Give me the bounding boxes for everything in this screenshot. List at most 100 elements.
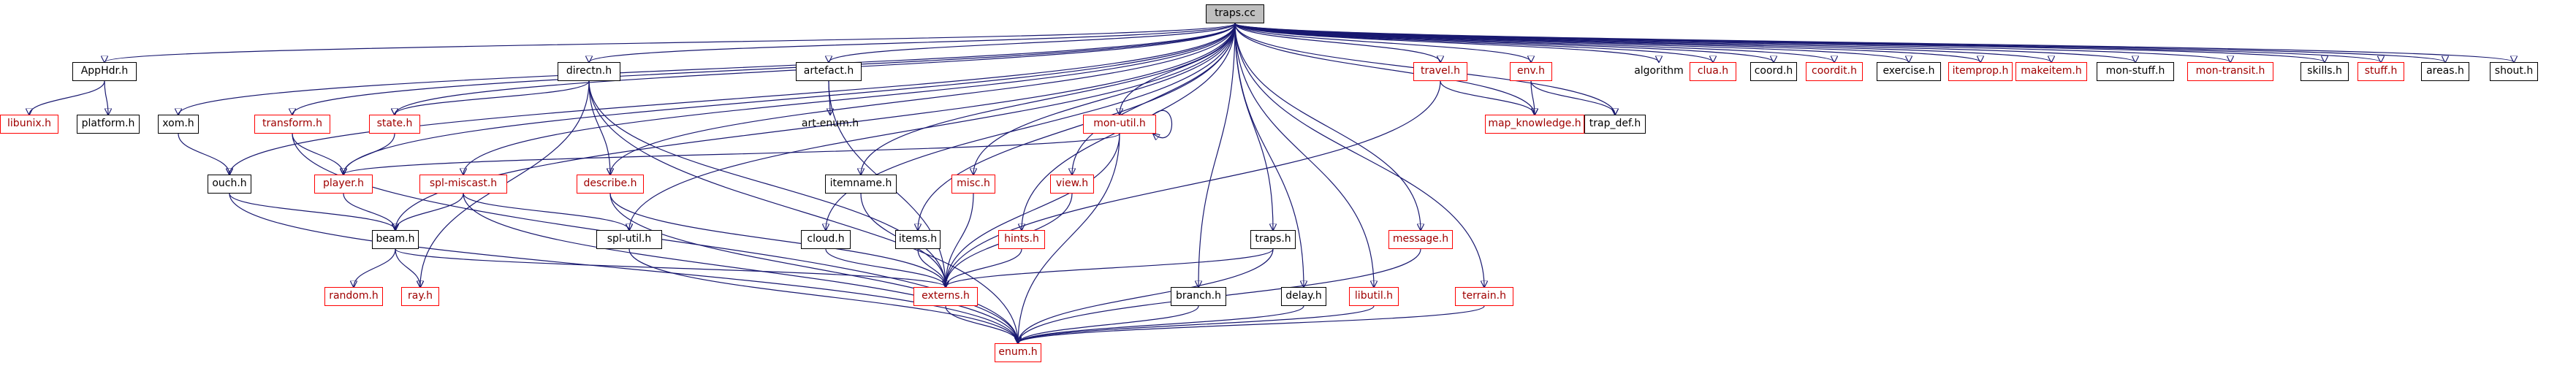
edge-traps-cc-to-clua: [1234, 23, 1713, 62]
edge-ouch-to-enum: [229, 193, 1018, 343]
node-env[interactable]: env.h: [1510, 62, 1552, 81]
node-enum[interactable]: enum.h: [995, 343, 1041, 362]
edge-apphdr-to-platform: [104, 80, 108, 115]
edge-traps-cc-to-view: [1072, 23, 1236, 175]
edge-traps-cc-to-shout: [1234, 23, 2514, 62]
node-skills[interactable]: skills.h: [2300, 62, 2349, 81]
edge-traps-cc-to-branch: [1198, 23, 1236, 287]
edge-traps-cc-to-stuff: [1234, 23, 2381, 62]
edge-traps-cc-to-env: [1234, 23, 1531, 62]
edge-mon-util-to-mon-util: [1153, 110, 1172, 137]
edge-libutil-to-enum: [1018, 305, 1375, 343]
node-stuff[interactable]: stuff.h: [2357, 62, 2404, 81]
node-map-knowledge[interactable]: map_knowledge.h: [1485, 115, 1584, 134]
edge-apphdr-to-libunix: [29, 80, 105, 115]
node-message[interactable]: message.h: [1388, 230, 1453, 249]
node-terrain[interactable]: terrain.h: [1455, 287, 1513, 306]
edge-traps-cc-to-items: [918, 23, 1236, 230]
edge-describe-to-enum: [609, 193, 1018, 343]
edge-travel-to-externs: [946, 80, 1441, 287]
node-view[interactable]: view.h: [1050, 175, 1094, 194]
node-artefact[interactable]: artefact.h: [796, 62, 862, 81]
node-apphdr[interactable]: AppHdr.h: [72, 62, 137, 81]
edge-traps-cc-to-libutil: [1234, 23, 1374, 287]
node-mon-stuff[interactable]: mon-stuff.h: [2097, 62, 2174, 81]
edge-traps-cc-to-map-knowledge: [1234, 23, 1535, 115]
edge-mon-util-to-externs: [946, 133, 1120, 287]
edge-traps-cc-to-misc: [973, 23, 1236, 175]
node-mon-util[interactable]: mon-util.h: [1083, 115, 1156, 134]
edge-spl-util-to-enum: [628, 248, 1018, 343]
edge-traps-cc-to-mon-util: [1120, 23, 1236, 115]
edge-directn-to-enum: [588, 80, 1018, 343]
node-spl-miscast[interactable]: spl-miscast.h: [419, 175, 507, 194]
node-coordit[interactable]: coordit.h: [1806, 62, 1863, 81]
node-transform[interactable]: transform.h: [254, 115, 330, 134]
node-libutil[interactable]: libutil.h: [1349, 287, 1399, 306]
node-traps-h[interactable]: traps.h: [1250, 230, 1296, 249]
node-itemprop[interactable]: itemprop.h: [1948, 62, 2013, 81]
edge-traps-cc-to-describe: [610, 23, 1236, 175]
node-beam[interactable]: beam.h: [372, 230, 419, 249]
edge-env-to-map-knowledge: [1530, 80, 1535, 115]
node-ray[interactable]: ray.h: [401, 287, 439, 306]
node-makeitem[interactable]: makeitem.h: [2015, 62, 2087, 81]
node-libunix[interactable]: libunix.h: [0, 115, 58, 134]
node-cloud[interactable]: cloud.h: [801, 230, 851, 249]
node-algorithm: algorithm: [1634, 65, 1684, 77]
edge-ouch-to-beam: [229, 193, 395, 230]
node-branch[interactable]: branch.h: [1171, 287, 1226, 306]
node-platform[interactable]: platform.h: [77, 115, 140, 134]
edge-traps-cc-to-player: [343, 23, 1236, 175]
edge-describe-to-externs: [609, 193, 946, 287]
edge-traps-cc-to-xom: [178, 23, 1236, 115]
edge-terrain-to-enum: [1018, 305, 1485, 343]
node-delay[interactable]: delay.h: [1281, 287, 1326, 306]
node-coord[interactable]: coord.h: [1750, 62, 1797, 81]
edge-env-to-trap-def: [1530, 80, 1615, 115]
node-xom[interactable]: xom.h: [158, 115, 199, 134]
node-describe[interactable]: describe.h: [577, 175, 644, 194]
edge-cloud-to-externs: [825, 248, 946, 287]
node-hints[interactable]: hints.h: [998, 230, 1045, 249]
edge-spl-miscast-to-spl-util: [463, 193, 629, 230]
node-state[interactable]: state.h: [369, 115, 420, 134]
edge-traps-cc-to-travel: [1234, 23, 1440, 62]
edge-beam-to-random: [354, 248, 396, 287]
node-trap-def[interactable]: trap_def.h: [1584, 115, 1646, 134]
node-exercise[interactable]: exercise.h: [1877, 62, 1941, 81]
edge-beam-to-externs: [395, 248, 946, 287]
node-random[interactable]: random.h: [324, 287, 383, 306]
node-externs[interactable]: externs.h: [913, 287, 978, 306]
node-itemname[interactable]: itemname.h: [825, 175, 897, 194]
edge-mon-util-to-enum: [1018, 133, 1120, 343]
node-traps-cc[interactable]: traps.cc: [1206, 4, 1264, 23]
node-misc[interactable]: misc.h: [951, 175, 995, 194]
edge-directn-to-describe: [588, 80, 610, 175]
node-ouch[interactable]: ouch.h: [208, 175, 251, 194]
node-spl-util[interactable]: spl-util.h: [596, 230, 662, 249]
edge-xom-to-ouch: [178, 133, 229, 175]
edge-traps-cc-to-mon-stuff: [1234, 23, 2135, 62]
edge-traps-cc-to-skills: [1234, 23, 2325, 62]
edge-traps-cc-to-transform: [292, 23, 1236, 115]
edge-player-to-beam: [343, 193, 395, 230]
node-clua[interactable]: clua.h: [1690, 62, 1736, 81]
node-mon-transit[interactable]: mon-transit.h: [2187, 62, 2273, 81]
node-directn[interactable]: directn.h: [558, 62, 620, 81]
node-shout[interactable]: shout.h: [2490, 62, 2538, 81]
edge-directn-to-state: [395, 80, 590, 115]
node-player[interactable]: player.h: [314, 175, 373, 194]
edge-traps-cc-to-itemname: [861, 23, 1236, 175]
edge-traps-cc-to-coordit: [1234, 23, 1834, 62]
node-areas[interactable]: areas.h: [2421, 62, 2469, 81]
node-art-enum: art-enum.h: [801, 118, 859, 129]
edge-traps-cc-to-terrain: [1234, 23, 1484, 287]
node-items[interactable]: items.h: [895, 230, 941, 249]
edge-traps-cc-to-artefact: [829, 23, 1236, 62]
edge-externs-to-enum: [945, 305, 1018, 343]
edge-spl-miscast-to-enum: [463, 193, 1018, 343]
node-travel[interactable]: travel.h: [1413, 62, 1467, 81]
